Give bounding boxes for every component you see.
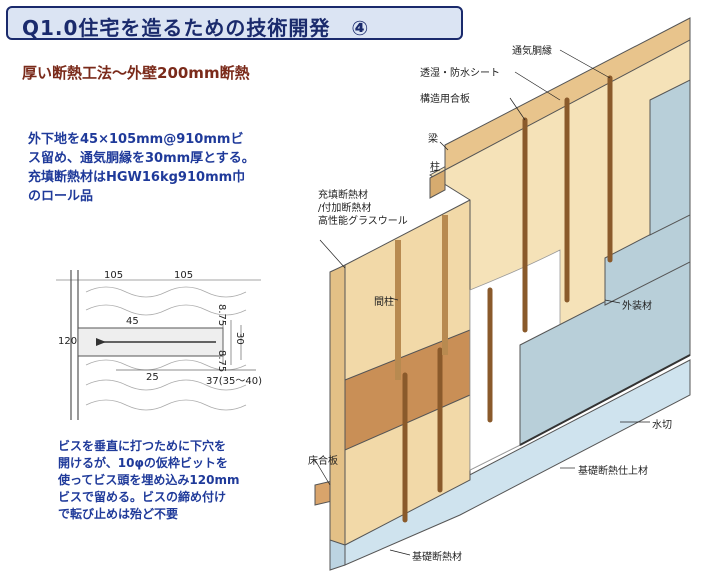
title-box: Q1.0住宅を造るための技術開発 ④ — [6, 6, 463, 40]
description-bottom: ビスを垂直に打つために下穴を 開けるが、10φの仮枠ビットを 使ってビス頭を埋め… — [58, 438, 298, 523]
description-line: 外下地を45×105mm@910mmビ — [28, 132, 244, 147]
label-tosshitsu-sheet: 透湿・防水シート — [420, 68, 500, 79]
subtitle: 厚い断熱工法～外壁200mm断熱 — [22, 64, 250, 82]
dim-top-right: 105 — [174, 270, 194, 281]
description-line: で転び止めは殆ど不要 — [58, 507, 179, 521]
dim-bolt: 45 — [126, 316, 139, 327]
description-line: ス留め、通気胴縁を30mm厚とする。 — [28, 151, 255, 166]
dim-bottom-left: 25 — [146, 372, 159, 383]
label-mizukiri: 水切 — [652, 420, 672, 431]
label-insulation-3: 高性能グラスウール — [318, 216, 408, 227]
dim-top-left: 105 — [104, 270, 124, 281]
description-line: 開けるが、10φの仮枠ビットを — [58, 456, 228, 470]
label-yuka-goban: 床合板 — [308, 456, 338, 467]
label-kiso-shiage: 基礎断熱仕上材 — [578, 466, 648, 477]
page-title: Q1.0住宅を造るための技術開発 ④ — [22, 16, 370, 40]
section-detail-svg — [56, 270, 261, 420]
dim-v1: 8.75 — [216, 304, 227, 327]
label-insulation-1: 充填断熱材 — [318, 190, 368, 201]
label-hashira: 柱 — [430, 162, 440, 173]
label-gaisozai: 外装材 — [622, 301, 652, 312]
description-top: 外下地を45×105mm@910mmビ ス留め、通気胴縁を30mm厚とする。 充… — [28, 130, 308, 206]
dim-v2: 30 — [234, 332, 245, 345]
description-line: 充填断熱材はHGW16kg910mm巾 — [28, 170, 246, 185]
dim-v3: 8.75 — [216, 350, 227, 373]
label-mabashira: 間柱 — [374, 297, 394, 308]
section-detail-drawing: 105 105 45 120 8.75 30 8.75 25 37(35〜40) — [56, 270, 262, 420]
label-hari: 梁 — [428, 134, 438, 145]
dim-left: 120 — [58, 336, 78, 347]
label-kiso-dannetsu: 基礎断熱材 — [412, 552, 462, 563]
description-line: ビスで留める。ビスの締め付け — [58, 490, 227, 504]
label-tsuki-dobuchi: 通気胴縁 — [512, 46, 552, 57]
label-kozo-goban: 構造用合板 — [420, 94, 470, 105]
description-line: のロール品 — [28, 189, 94, 204]
dim-bottom-right: 37(35〜40) — [206, 376, 262, 387]
description-line: ビスを垂直に打つために下穴を — [58, 439, 227, 453]
label-insulation-2: /付加断熱材 — [318, 203, 372, 214]
description-line: 使ってビス頭を埋め込み120mm — [58, 473, 240, 487]
